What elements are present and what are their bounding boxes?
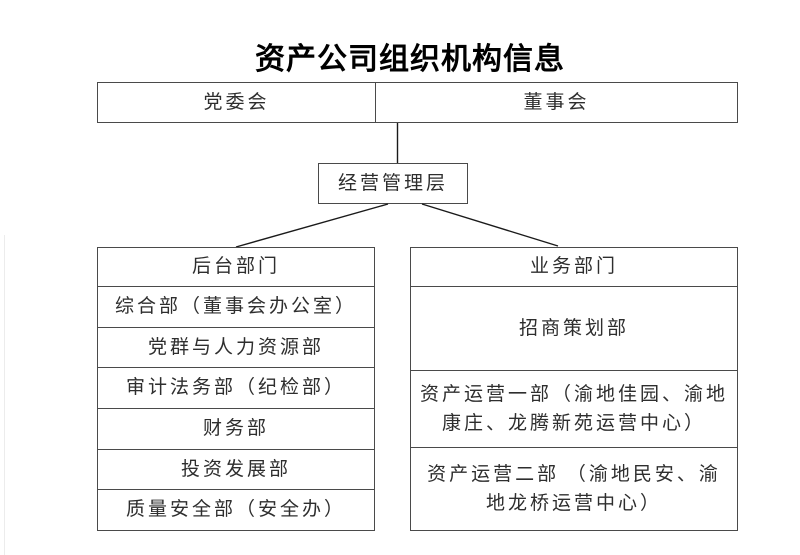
dept-general-office: 综合部（董事会办公室） bbox=[98, 286, 374, 327]
dept-investment-development: 投资发展部 bbox=[98, 448, 374, 490]
connector-management-to-back-office bbox=[235, 203, 389, 248]
party-committee-cell: 党委会 bbox=[98, 83, 376, 122]
dept-investment-planning: 招商策划部 bbox=[411, 286, 737, 370]
back-office-column: 后台部门 综合部（董事会办公室） 党群与人力资源部 审计法务部（纪检部） 财务部… bbox=[97, 247, 375, 531]
page-title: 资产公司组织机构信息 bbox=[255, 43, 565, 76]
board-of-directors-cell: 董事会 bbox=[523, 91, 590, 113]
dept-party-hr: 党群与人力资源部 bbox=[98, 326, 374, 368]
dept-quality-safety: 质量安全部（安全办） bbox=[98, 489, 374, 530]
scan-edge-artifact bbox=[4, 235, 5, 555]
connector-management-to-business bbox=[421, 203, 559, 247]
top-row-box: 党委会 董事会 bbox=[97, 82, 738, 123]
dept-asset-operation-2: 资产运营二部 （渝地民安、渝地龙桥运营中心） bbox=[411, 447, 737, 530]
back-office-header: 后台部门 bbox=[191, 256, 280, 278]
dept-audit-legal: 审计法务部（纪检部） bbox=[98, 367, 374, 408]
business-header: 业务部门 bbox=[529, 256, 618, 278]
business-column: 业务部门 招商策划部 资产运营一部（渝地佳园、渝地康庄、龙腾新苑运营中心） 资产… bbox=[410, 247, 738, 531]
dept-asset-operation-1: 资产运营一部（渝地佳园、渝地康庄、龙腾新苑运营中心） bbox=[411, 370, 737, 447]
management-layer-box: 经营管理层 bbox=[318, 163, 468, 204]
dept-finance: 财务部 bbox=[98, 408, 374, 449]
